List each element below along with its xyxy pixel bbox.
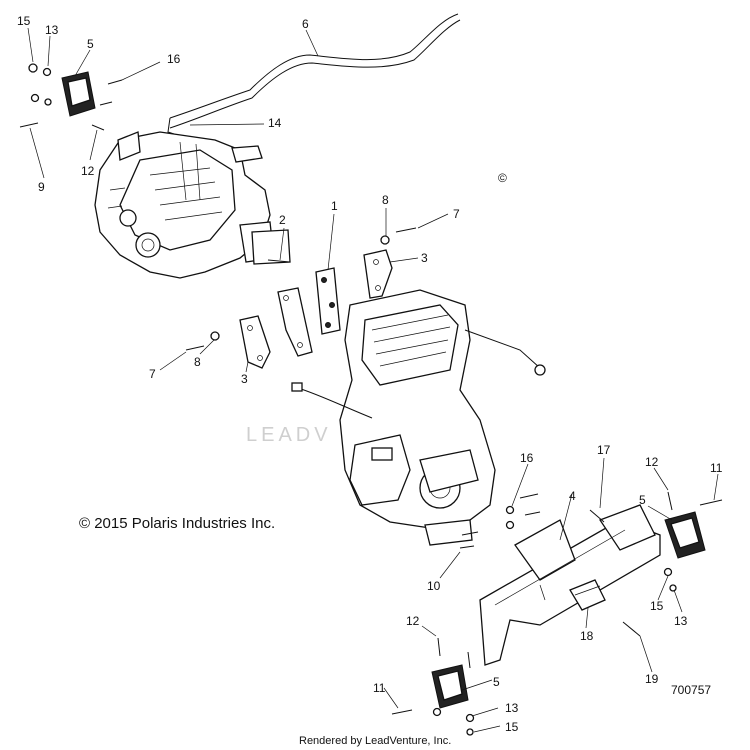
transmission-assembly — [94, 131, 291, 279]
callout-5-bottom: 5 — [493, 675, 500, 689]
corner-copyright-symbol: © — [498, 171, 507, 185]
callout-17: 17 — [597, 443, 611, 457]
callout-11-right: 11 — [710, 461, 723, 475]
copyright-notice: © 2015 Polaris Industries Inc. — [79, 515, 275, 532]
rendered-by-credit: Rendered by LeadVenture, Inc. — [299, 735, 451, 747]
fasteners — [19, 63, 723, 736]
callout-5: 5 — [87, 37, 94, 51]
callout-18: 18 — [580, 629, 594, 643]
callout-13: 13 — [45, 23, 59, 37]
callout-12-right: 12 — [645, 455, 659, 469]
callout-15-right: 15 — [650, 599, 664, 613]
callout-9: 9 — [38, 180, 45, 194]
callout-12: 12 — [81, 164, 95, 178]
callout-labels: 15 13 5 16 6 14 9 12 2 1 8 7 3 7 8 3 16 … — [17, 14, 723, 734]
callout-14: 14 — [268, 116, 282, 130]
callout-8: 8 — [382, 193, 389, 207]
callout-15: 15 — [17, 14, 31, 28]
callout-13-bottom: 13 — [505, 701, 519, 715]
leader-lines — [27, 27, 719, 733]
callout-2: 2 — [279, 213, 286, 227]
mount-clamp-18 — [569, 579, 606, 611]
rubber-mount-bottom — [431, 664, 469, 709]
callout-15-bottom: 15 — [505, 720, 519, 734]
rubber-mount-upper — [61, 71, 96, 117]
engine-mount-bracket — [479, 504, 661, 666]
callout-6: 6 — [302, 17, 309, 31]
mounting-plate-1 — [315, 267, 341, 335]
engine-assembly — [291, 289, 546, 546]
callout-4: 4 — [569, 489, 576, 503]
rubber-mount-right — [664, 511, 706, 559]
callout-7-lower: 7 — [149, 367, 156, 381]
callout-16: 16 — [167, 52, 181, 66]
callout-12-bottom: 12 — [406, 614, 420, 628]
callout-1: 1 — [331, 199, 338, 213]
mounting-plate-3-lower — [239, 315, 271, 369]
callout-5-right: 5 — [639, 493, 646, 507]
callout-3: 3 — [421, 251, 428, 265]
mounting-plate-2 — [267, 259, 313, 357]
callout-10: 10 — [427, 579, 441, 593]
mounting-plate-3-upper — [363, 249, 393, 299]
callout-3-lower: 3 — [241, 372, 248, 386]
callout-8-lower: 8 — [194, 355, 201, 369]
watermark-text: LEADV — [246, 424, 332, 446]
diagram-part-number: 700757 — [671, 683, 711, 697]
breather-hose — [167, 13, 461, 135]
callout-19: 19 — [645, 672, 659, 686]
callout-7: 7 — [453, 207, 460, 221]
callout-11-bottom: 11 — [373, 681, 386, 695]
callout-13-right: 13 — [674, 614, 688, 628]
callout-16-lower: 16 — [520, 451, 534, 465]
